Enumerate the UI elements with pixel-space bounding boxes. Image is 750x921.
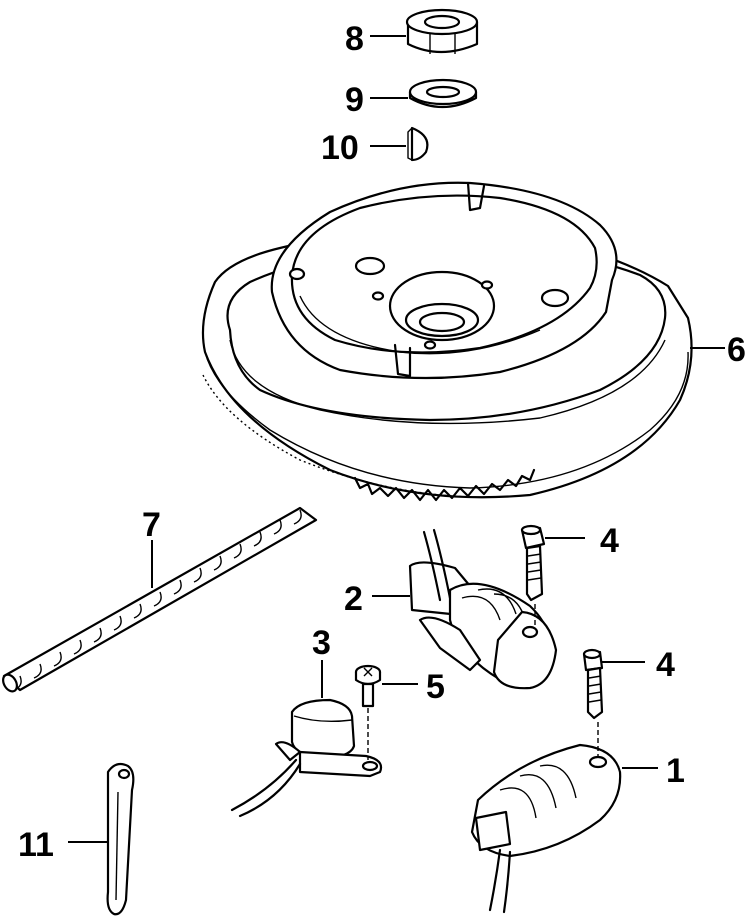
callout-4-lower: 4: [656, 646, 675, 684]
callout-3: 3: [312, 624, 331, 662]
rectifier-part: [230, 698, 383, 818]
cable-clamp-part: [106, 762, 135, 916]
nut-part: [405, 8, 479, 54]
callout-10: 10: [321, 129, 359, 167]
pulser-coil-part: [408, 528, 558, 690]
callout-4-upper: 4: [600, 522, 619, 560]
callout-9: 9: [345, 81, 364, 119]
key-part: [407, 126, 429, 162]
charge-coil-part: [470, 743, 622, 914]
callout-11: 11: [18, 826, 54, 864]
callout-8: 8: [345, 20, 364, 58]
callout-7: 7: [142, 506, 161, 544]
callout-2: 2: [344, 580, 363, 618]
flywheel-part: [201, 181, 693, 502]
callout-5: 5: [426, 668, 445, 706]
callout-1: 1: [666, 752, 685, 790]
callout-6: 6: [727, 331, 746, 369]
spiral-tube-part: [2, 506, 318, 693]
bolt-lower-part: [582, 648, 604, 720]
screw-part: [354, 664, 382, 708]
washer-part: [408, 78, 478, 108]
bolt-upper-part: [520, 524, 546, 602]
